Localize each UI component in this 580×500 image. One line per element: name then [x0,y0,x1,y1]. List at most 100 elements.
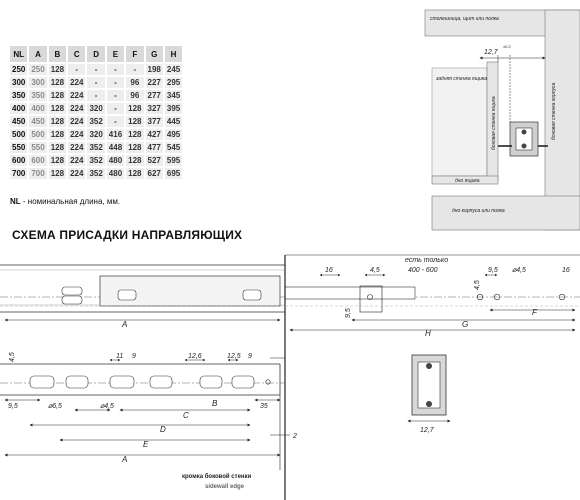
table-cell: 128 [126,142,144,153]
table-cell: 495 [164,129,183,140]
table-cell: 245 [164,64,183,75]
dim-9-5: 9,5 [488,267,498,274]
table-cell: 224 [68,90,86,101]
note-abbrev: NL [10,197,21,206]
only-label: есть только [405,257,448,264]
table-cell: - [106,90,125,101]
table-cell: 300 [29,77,47,88]
table-header-cell: D [87,46,105,62]
table-cell: 128 [126,129,144,140]
table-cell: - [68,64,86,75]
mounting-slot [29,375,55,389]
table-cell: 224 [68,142,86,153]
table-cell: - [106,64,125,75]
dim-G: G [462,320,468,329]
mounting-slot [117,289,137,301]
drawer-back-area [431,67,488,177]
table-cell: 128 [48,103,67,114]
mounting-slot [61,286,83,296]
table-cell: - [106,77,125,88]
dim-4-5-vertical: 4,5 [474,280,481,290]
table-cell: 352 [87,155,105,166]
table-cell: 377 [145,116,163,127]
drawer-side-label: боковая стенка ящика [491,96,497,150]
table-header-row: NL A B C D E F G H [10,46,183,62]
dim-35: 35 [260,403,268,410]
table-cell: - [87,90,105,101]
table-cell: 227 [145,77,163,88]
dim-9b: 9 [248,353,252,360]
table-cell: 450 [29,116,47,127]
dim-F: F [532,308,538,317]
table-cell: 700 [29,168,47,179]
only-range-label: 400 - 600 [408,267,438,274]
body-bottom-label: дно корпуса или полка [452,208,505,214]
dim-4-5-vertical: 4,5 [9,352,16,362]
dia-6-5: ⌀6,5 [48,403,62,410]
hole-marker [476,293,484,301]
table-cell: 96 [126,90,144,101]
dim-A-top: A [121,320,127,329]
dim-4-5: 4,5 [370,267,380,274]
bottom-rail-drawing: 4,5 11 9 12,6 12,5 9 9,5 ⌀6,5 ⌀4,5 C B 3… [0,352,297,490]
note-text: - номинальная длина, мм. [20,197,121,206]
mounting-slot [231,375,255,389]
table-cell: 352 [87,116,105,127]
drawer-bottom-panel [431,175,499,185]
table-cell: 128 [48,129,67,140]
table-cell: 416 [106,129,125,140]
table-header-cell: E [106,46,125,62]
table-cell: 395 [164,103,183,114]
rail-cabinet-member [284,286,416,300]
table-header-cell: NL [10,46,28,62]
table-cell: 480 [106,168,125,179]
dim-C: C [183,411,189,420]
mounting-slot [109,375,135,389]
table-cell: 224 [68,116,86,127]
mounting-slot [149,375,173,389]
table-note: NL - номинальная длина, мм. [10,197,120,206]
dim-9-5: 9,5 [8,403,18,410]
table-header-cell: G [145,46,163,62]
table-cell: 480 [106,155,125,166]
table-cell: 550 [10,142,28,153]
top-rail-drawing: 16 4,5 есть только 400 - 600 9,5 4,5 ⌀4,… [0,254,580,500]
table-cell: 128 [48,155,67,166]
table-cell: - [106,103,125,114]
table-header-cell: H [164,46,183,62]
table-cell: 224 [68,77,86,88]
table-cell: 550 [29,142,47,153]
table-cell: - [87,77,105,88]
table-cell: 327 [145,103,163,114]
table-cell: 345 [164,90,183,101]
mounting-slot [242,289,262,301]
table-header-cell: C [68,46,86,62]
table-cell: 128 [126,116,144,127]
table-cell: 128 [48,64,67,75]
table-header-cell: F [126,46,144,62]
table-cell: 477 [145,142,163,153]
table-cell: 627 [145,168,163,179]
drawer-bottom-label: дно ящика [455,178,480,184]
sidewall-edge-label-ru: кромка боковой стенки [182,473,252,480]
dim-9a: 9 [132,353,136,360]
table-cell: 128 [126,168,144,179]
table-cell: 545 [164,142,183,153]
hole-marker [493,293,501,301]
dim-tolerance-label: ±0.2 [503,44,512,49]
table-cell: 295 [164,77,183,88]
table-cell: 300 [10,77,28,88]
dia-4-5: ⌀4,5 [512,267,526,274]
scheme-title: СХЕМА ПРИСАДКИ НАПРАВЛЯЮЩИХ [12,228,243,242]
table-cell: 352 [87,142,105,153]
mounting-slot [61,295,83,305]
countertop-label: столешница, щит или полка [430,16,499,22]
dim-12-5: 12,5 [227,353,241,360]
table-cell: 445 [164,116,183,127]
